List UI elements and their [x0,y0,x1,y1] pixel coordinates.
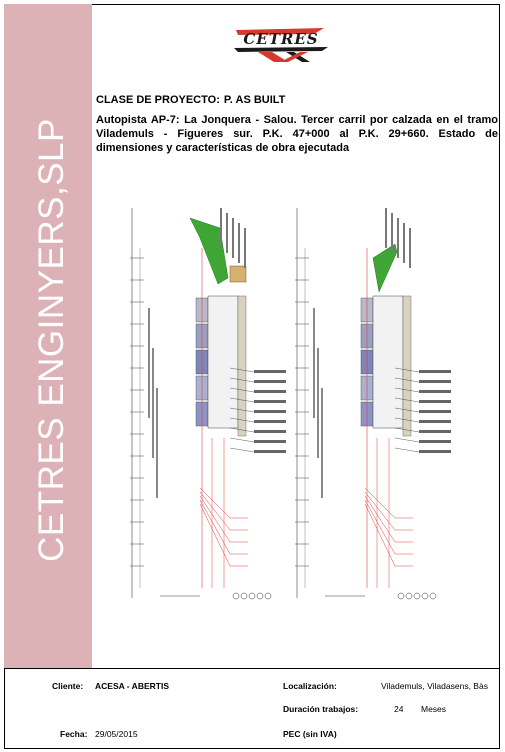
technical-drawing [130,188,475,620]
project-class-value: P. AS BUILT [223,94,286,106]
location-value: Vilademuls, Viladasens, Bàs [381,681,488,691]
cross-section-drawing-image [130,208,451,600]
footer-separator [4,668,500,669]
company-logo: CETRES [228,18,334,64]
client-value: ACESA - ABERTIS [95,681,169,691]
company-name-vertical: CETRES ENGINYERS,SLP [32,118,71,562]
location-label: Localización: [283,681,337,691]
cetres-logo-icon: CETRES [234,28,328,62]
duration-unit: Meses [421,704,447,714]
pec-label: PEC (sin IVA) [283,729,337,739]
date-value: 29/05/2015 [95,729,138,739]
sidebar-band: CETRES ENGINYERS,SLP [4,4,92,668]
project-class-label: CLASE DE PROYECTO: [96,94,220,106]
date-label: Fecha: [60,729,88,739]
duration-value: 24 [394,704,404,714]
project-description: Autopista AP-7: La Jonquera - Salou. Ter… [96,114,498,154]
project-class: CLASE DE PROYECTO:P. AS BUILT [96,94,285,106]
logo-text: CETRES [243,30,318,48]
duration-label: Duración trabajos: [283,704,359,714]
client-label: Cliente: [52,681,84,691]
